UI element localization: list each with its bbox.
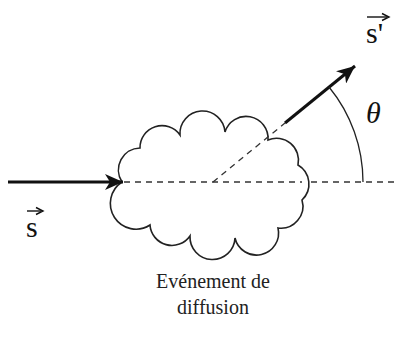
label-text: s' — [366, 16, 383, 49]
scattering-cloud — [110, 111, 309, 260]
caption: Evénement de diffusion — [153, 268, 273, 320]
vector-arrow-shaft — [27, 210, 41, 211]
angle-label: θ — [366, 98, 381, 128]
label-text: s — [26, 210, 38, 243]
incident-arrow — [8, 181, 123, 184]
direction-dashed — [213, 123, 285, 182]
angle-arc — [329, 87, 363, 182]
label-text: θ — [366, 96, 381, 129]
vector-arrow-head — [382, 14, 389, 21]
scattered-arrow — [285, 66, 355, 123]
scattered-vector-label: s' — [366, 12, 383, 48]
vector-arrow-shaft — [367, 16, 387, 17]
incident-vector-label: s — [26, 206, 38, 242]
vector-arrow-head — [36, 208, 43, 215]
